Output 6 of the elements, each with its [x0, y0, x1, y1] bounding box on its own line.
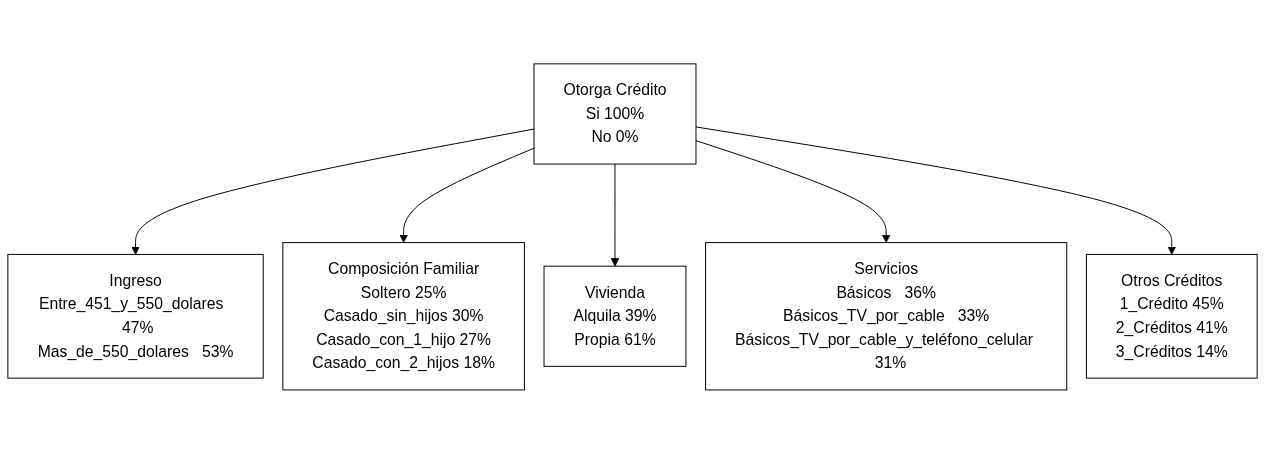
node-box: Composición Familiar Soltero 25% Casado_sin_hijos 30% Casado_con_1_hijo 27% Casado_con_2_hijos 18% — [282, 242, 525, 391]
node-box: Ingreso Entre_451_y_550_dolares 47% Mas_de_550_dolares 53% — [7, 254, 264, 379]
node-box: Otorga Crédito Si 100% No 0% — [533, 63, 697, 165]
node-box: Otros Créditos 1_Crédito 45% 2_Créditos 41% 3_Créditos 14% — [1085, 254, 1258, 379]
node-box: Servicios Básicos 36% Básicos_TV_por_cable 33% Básicos_TV_por_cable_y_teléfono_celular 31% — [705, 242, 1068, 391]
node-box: Vivienda Alquila 39% Propia 61% — [543, 265, 687, 367]
